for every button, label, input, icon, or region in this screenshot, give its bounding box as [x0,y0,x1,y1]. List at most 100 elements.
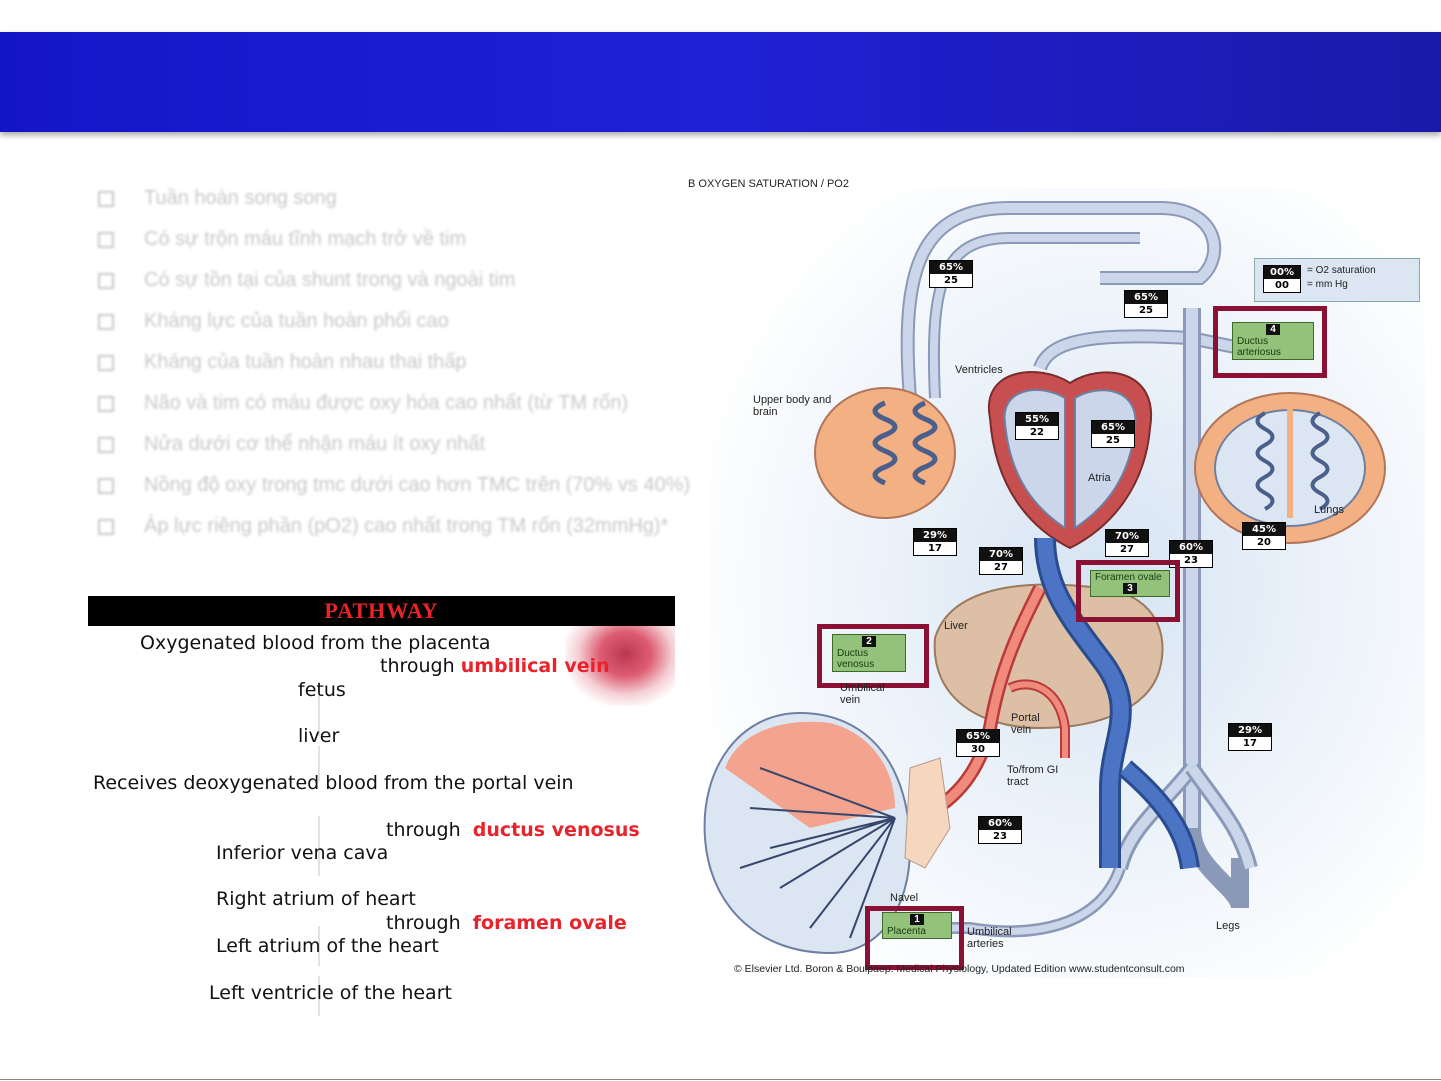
legend-sat-label: = O2 saturation [1307,265,1376,276]
label-gi-tract: To/from GI tract [1007,764,1059,788]
label-ventricles: Ventricles [955,364,1003,376]
pathway-step: through foramen ovale [386,912,627,934]
saturation-badge: 70%27 [1105,529,1149,557]
bullet-item: Nồng độ oxy trong tmc dưới cao hơn TMC t… [98,465,758,506]
pathway-step: Left ventricle of the heart [209,982,452,1004]
circulation-illustration [703,188,1425,978]
capillary-coil [912,400,938,486]
step-number: 1 [910,914,924,925]
badge-sat: 45% [1243,523,1285,536]
pathway-step: Left atrium of the heart [216,935,439,957]
badge-sat: 70% [980,548,1022,561]
capillary-coil [872,400,898,486]
bullet-text: Có sự tồn tại của shunt trong và ngoài t… [144,269,516,291]
pathway-step-highlight: umbilical vein [460,655,610,677]
highlight-frame [817,624,929,688]
pulmonary-artery-inner [1035,331,1241,370]
iliac-vein-inner [1120,762,1197,870]
lung-septum [1287,408,1293,518]
badge-sat: 29% [914,529,956,542]
inferior-vena-cava-inner [1037,537,1129,868]
pathway-step: fetus [298,679,346,701]
diagram-heading: B OXYGEN SATURATION / PO2 [688,178,849,190]
capillary-coil [1255,411,1275,511]
badge-sat: 70% [1106,530,1148,543]
bullet-text: Não và tim có máu được oxy hóa cao nhất … [144,392,629,414]
badge-po2: 17 [928,543,942,554]
legend-sat: 00% [1264,266,1300,279]
bullet-text: Có sự trộn máu tĩnh mạch trở về tim [144,228,467,250]
badge-po2: 20 [1257,537,1271,548]
label-navel: Navel [890,892,919,904]
badge-po2: 17 [1243,738,1257,749]
iliac-artery-inner [1115,764,1196,870]
badge-po2: 23 [993,831,1007,842]
checkbox-icon [98,313,114,330]
step-number: 4 [1266,324,1280,335]
diagram-credit: © Elsevier Ltd. Boron & Boulpaep: Medica… [734,963,1185,975]
placenta-vessels [739,767,896,939]
flow-arrow-icon [318,976,320,1016]
bullet-text: Nửa dưới cơ thể nhận máu ít oxy nhất [144,433,485,455]
pathway-step-prefix: through [386,819,461,841]
flow-arrow-icon [318,696,320,736]
legend-badge: 00% 00 [1263,265,1301,293]
pathway-step: Inferior vena cava [216,842,389,864]
legend-po2-label: = mm Hg [1307,279,1348,290]
badge-po2: 27 [994,562,1008,573]
checkbox-icon [98,231,114,248]
badge-po2: 25 [944,275,958,286]
flow-arrow-icon [318,816,320,876]
step-number: 3 [1123,583,1137,594]
saturation-badge: 60%23 [1169,540,1213,568]
badge-sat: 60% [979,817,1021,830]
badge-sat: 29% [1229,724,1271,737]
slide-bottom-rule [0,1079,1441,1080]
badge-sat: 65% [1092,421,1134,434]
pathway-step: Receives deoxygenated blood from the por… [93,772,574,794]
badge-sat: 65% [930,261,972,274]
flow-arrow-icon [318,926,320,966]
pathway-header: PATHWAY [88,596,675,626]
box-label: Placenta [887,926,926,937]
saturation-badge: 65%25 [1124,290,1168,318]
pathway-step-prefix: through [386,912,461,934]
highlight-frame [1076,560,1180,622]
saturation-badge: 65%30 [956,729,1000,757]
bullet-list: Tuần hoàn song song Có sự trộn máu tĩnh … [98,178,758,547]
navel [904,757,951,869]
fetal-circulation-diagram: B OXYGEN SATURATION / PO2 00% 00 = O2 sa… [680,168,1425,988]
bullet-text: Nồng độ oxy trong tmc dưới cao hơn TMC t… [144,474,691,496]
badge-sat: 65% [1125,291,1167,304]
pathway-step: through ductus venosus [386,819,640,841]
label-portal-vein: Portal vein [1011,712,1040,736]
blood-drop-image [565,626,675,706]
descending-aorta [1183,308,1249,910]
label-liver: Liver [944,620,968,632]
badge-po2: 27 [1120,544,1134,555]
checkbox-icon [98,354,114,371]
saturation-badge: 70%27 [979,547,1023,575]
pathway-step: liver [298,725,340,747]
checkbox-icon [98,477,114,494]
pathway-step: through umbilical vein [380,655,610,677]
capillary-coil [1310,411,1330,511]
bullet-item: Nửa dưới cơ thể nhận máu ít oxy nhất [98,424,758,465]
checkbox-icon [98,190,114,207]
diagram-legend: 00% 00 = O2 saturation = mm Hg [1254,258,1420,302]
label-legs: Legs [1216,920,1240,932]
saturation-badge: 60%23 [978,816,1022,844]
bullet-item: Tuần hoàn song song [98,178,758,219]
pathway-step-highlight: foramen ovale [472,912,627,934]
badge-sat: 60% [1170,541,1212,554]
iliac-artery-inner [1187,765,1255,870]
pathway-title: PATHWAY [324,598,439,623]
badge-po2: 22 [1030,427,1044,438]
checkbox-icon [98,395,114,412]
saturation-badge: 55%22 [1015,412,1059,440]
highlight-frame [865,906,964,970]
bullet-item: Kháng lực của tuần hoàn phổi cao [98,301,758,342]
label-lungs: Lungs [1314,504,1344,516]
